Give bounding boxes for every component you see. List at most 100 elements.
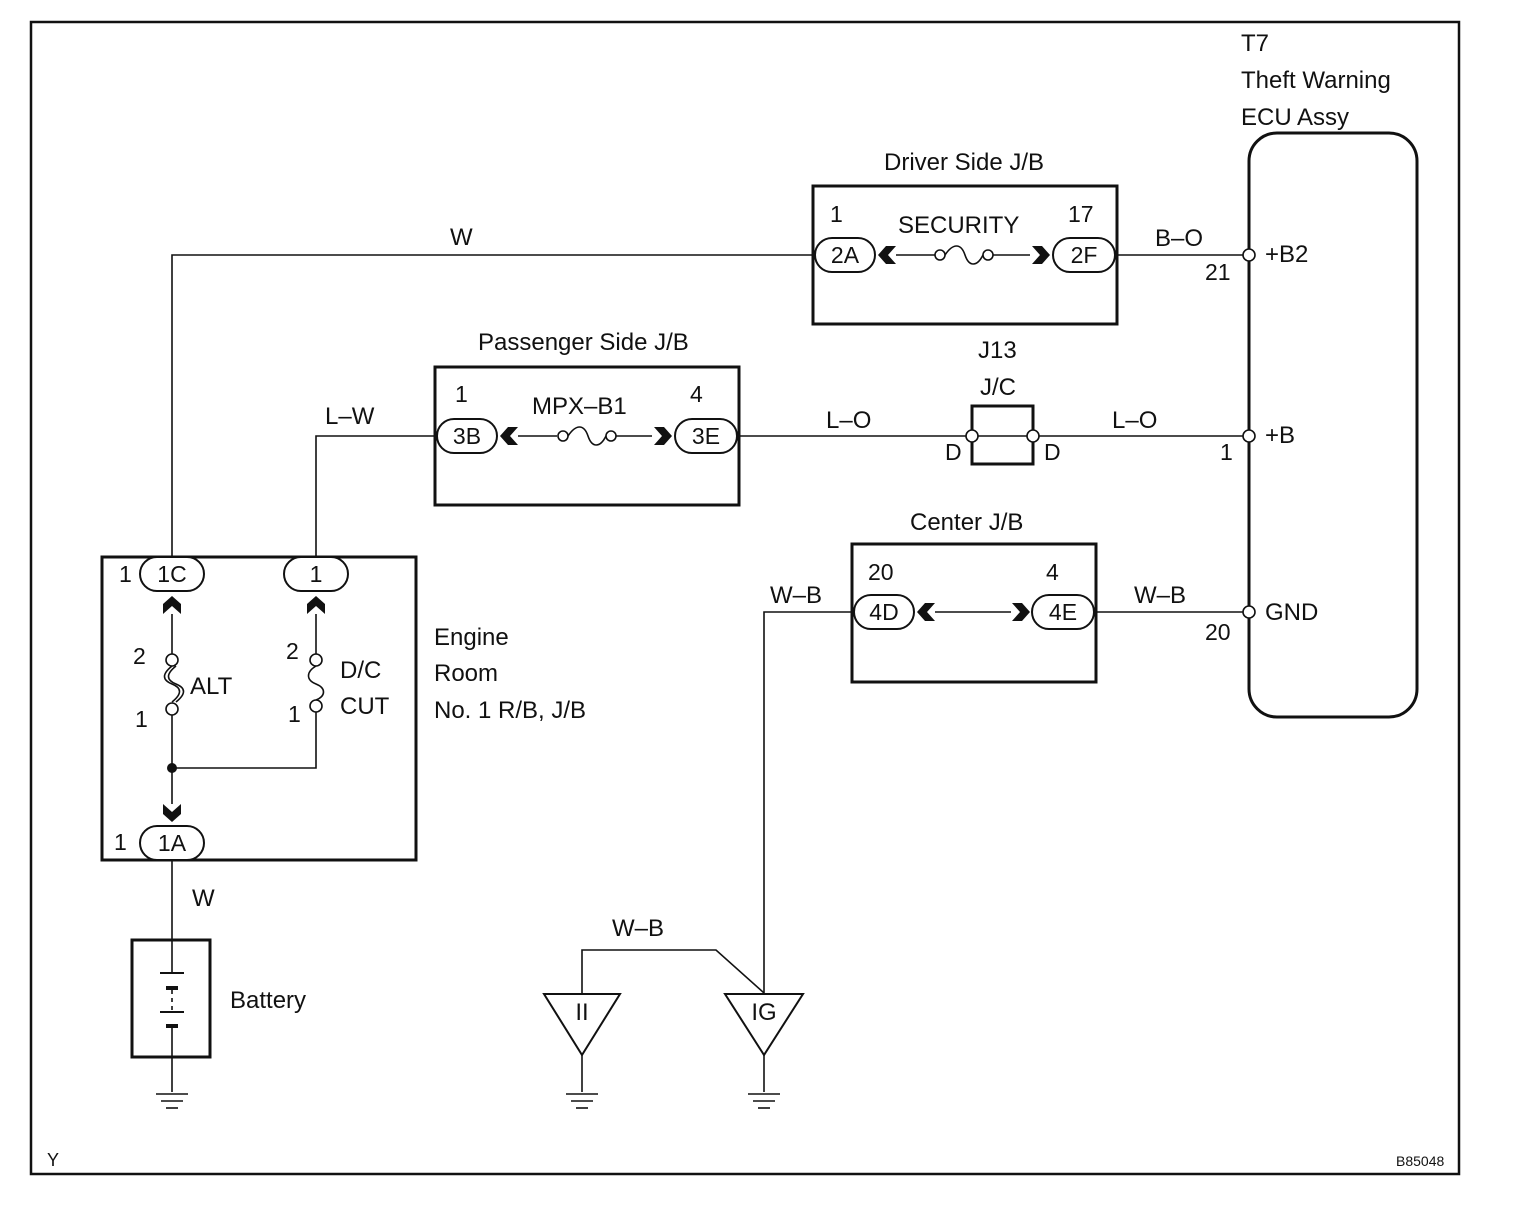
driver-jb-fuse-element: [944, 245, 984, 265]
ecu-terminal-b2-name: +B2: [1265, 241, 1308, 268]
passenger-jb-fuse-element: [567, 426, 607, 446]
ground-right-label: IG: [751, 999, 776, 1026]
center-jb-conn-in: [853, 594, 915, 630]
engine-room-alt-fuse-b: [167, 665, 185, 703]
ground-left-icon: [566, 1093, 598, 1109]
wire-label-lo-right: L–O: [1112, 407, 1157, 434]
center-jb-box: [850, 542, 1098, 684]
center-jb-in-pin: 20: [868, 559, 894, 585]
junction-right-pin: D: [1044, 439, 1061, 465]
engine-room-box: [100, 555, 418, 862]
passenger-jb-out-pin: 4: [690, 381, 703, 407]
engine-room-line2: Room: [434, 660, 498, 687]
ecu-body: [1247, 131, 1419, 719]
ecu-terminal-b: [1242, 429, 1256, 443]
passenger-jb-in-pin: 1: [455, 381, 468, 407]
ecu-name-line2: ECU Assy: [1241, 104, 1349, 131]
wire-label-bo: B–O: [1155, 225, 1203, 252]
passenger-jb-conn-out-label: 3E: [692, 423, 720, 449]
engine-room-dc-pin-bottom: 1: [288, 701, 301, 727]
driver-jb-fuse-right: [982, 249, 994, 261]
wire-label-lo-left: L–O: [826, 407, 871, 434]
ground-right-triangle: [723, 993, 805, 1057]
center-jb-conn-out: [1031, 594, 1095, 630]
driver-jb-conn-in: [814, 237, 876, 273]
ground-left-triangle: [542, 993, 622, 1057]
passenger-jb-arrow-out: [654, 427, 672, 445]
driver-jb-out-pin: 17: [1068, 201, 1094, 227]
wire-label-battery: W: [192, 885, 215, 912]
engine-room-dc-term-bottom: [309, 699, 323, 713]
ecu-terminal-gnd-pin: 20: [1205, 619, 1231, 645]
center-jb-conn-out-label: 4E: [1049, 599, 1077, 625]
engine-room-alt-conn-label: 1C: [157, 561, 186, 587]
engine-room-dc-wire-bottom: [172, 712, 317, 769]
passenger-jb-fuse-right: [605, 430, 617, 442]
passenger-jb-conn-in: [436, 418, 498, 454]
engine-room-bottom-conn: [139, 825, 205, 861]
center-jb-arrow-in: [917, 603, 935, 621]
engine-room-dc-fuse-line1: D/C: [340, 657, 381, 684]
wire-label-wb-ground: W–B: [612, 915, 664, 942]
wire-wb-center-left: [763, 611, 852, 993]
engine-room-dc-term-top: [309, 653, 323, 667]
diagram-id: B85048: [1396, 1153, 1444, 1169]
diagram-frame: [29, 20, 1461, 1176]
engine-room-alt-pin-top: 2: [133, 643, 146, 669]
driver-jb-title: Driver Side J/B: [884, 149, 1044, 176]
engine-room-alt-fuse-a: [163, 665, 181, 703]
engine-room-dc-conn: [283, 556, 349, 592]
ecu-code: T7: [1241, 30, 1269, 57]
passenger-jb-conn-in-label: 3B: [453, 423, 481, 449]
wire-label-w-top: W: [450, 224, 473, 251]
junction-code: J13: [978, 337, 1017, 364]
ecu-terminal-gnd: [1242, 605, 1256, 619]
center-jb-out-pin: 4: [1046, 559, 1059, 585]
ecu-terminal-b2: [1242, 248, 1256, 262]
engine-room-alt-term-top: [165, 653, 179, 667]
passenger-jb-fuse-left: [557, 430, 569, 442]
driver-jb-fuse-left: [934, 249, 946, 261]
passenger-jb-box: [433, 365, 741, 507]
ecu-terminal-b-pin: 1: [1220, 439, 1233, 465]
wire-label-wb-center-left: W–B: [770, 582, 822, 609]
engine-room-dc-pin-top: 2: [286, 638, 299, 664]
ground-right-icon: [748, 1093, 780, 1109]
passenger-jb-title: Passenger Side J/B: [478, 329, 689, 356]
engine-room-alt-conn: [139, 556, 205, 592]
junction-left-pin: D: [945, 439, 962, 465]
center-jb-title: Center J/B: [910, 509, 1023, 536]
engine-room-dc-fuse-line2: CUT: [340, 693, 390, 720]
passenger-jb-conn-out: [674, 418, 738, 454]
wire-label-wb-center-right: W–B: [1134, 582, 1186, 609]
junction-right-terminal: [1026, 429, 1040, 443]
driver-jb-box: [811, 184, 1119, 326]
engine-room-alt-fuse-label: ALT: [190, 673, 233, 700]
center-jb-arrow-out: [1012, 603, 1030, 621]
driver-jb-conn-out-label: 2F: [1071, 242, 1098, 268]
engine-room-bottom-arrow: [163, 804, 181, 822]
battery-label: Battery: [230, 987, 306, 1014]
engine-room-line1: Engine: [434, 624, 509, 651]
battery-box: [130, 938, 212, 1059]
ecu-name-line1: Theft Warning: [1241, 67, 1391, 94]
engine-room-dc-arrow: [307, 596, 325, 614]
corner-mark: Y: [47, 1150, 59, 1170]
engine-room-dc-conn-label: 1: [310, 561, 323, 587]
junction-box: [970, 404, 1035, 466]
engine-room-bottom-conn-label: 1A: [158, 830, 187, 856]
junction-name: J/C: [980, 374, 1016, 401]
center-jb-conn-in-label: 4D: [869, 599, 898, 625]
driver-jb-fuse: SECURITY: [898, 212, 1019, 239]
engine-room-bottom-conn-pin: 1: [114, 829, 127, 855]
wire-lw: [315, 435, 436, 557]
passenger-jb-arrow-in: [500, 427, 518, 445]
wire-wb-ground: [581, 949, 765, 994]
driver-jb-in-pin: 1: [830, 201, 843, 227]
wire-label-lw: L–W: [325, 403, 375, 430]
driver-jb-arrow-out: [1032, 246, 1050, 264]
driver-jb-conn-in-label: 2A: [831, 242, 860, 268]
engine-room-alt-conn-pin: 1: [119, 561, 132, 587]
driver-jb-arrow-in: [878, 246, 896, 264]
